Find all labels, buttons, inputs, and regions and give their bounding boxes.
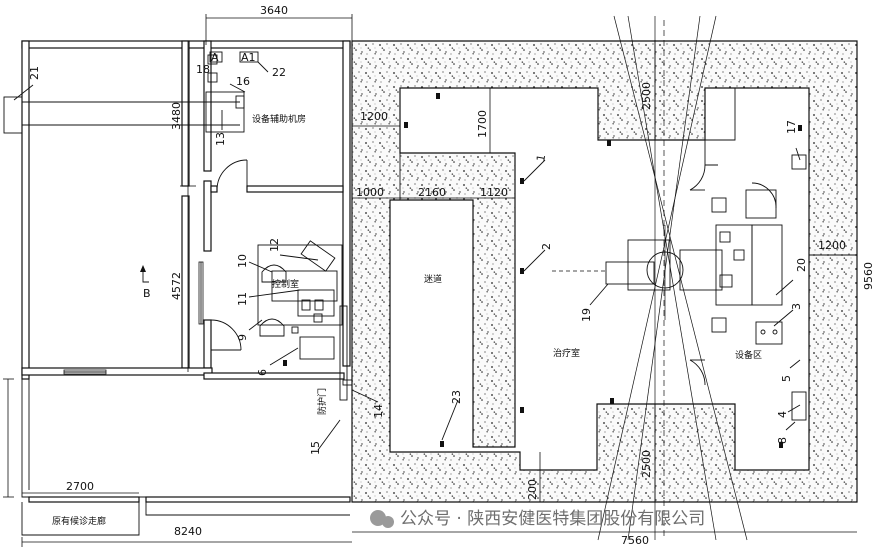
door-label: 防护门 — [316, 388, 328, 415]
svg-text:2160: 2160 — [418, 186, 446, 199]
svg-text:2500: 2500 — [640, 82, 653, 110]
svg-text:A: A — [211, 51, 219, 64]
svg-text:4572: 4572 — [170, 272, 183, 300]
callout-20: 20 — [795, 258, 808, 272]
svg-text:1120: 1120 — [480, 186, 508, 199]
svg-text:7560: 7560 — [621, 534, 649, 547]
svg-text:200: 200 — [526, 479, 539, 500]
dim-far-left: 2000 — [3, 378, 14, 498]
room-control: 控制室 — [272, 278, 299, 290]
callout-19: 19 — [580, 308, 593, 322]
section-markers: B A A1 — [140, 51, 259, 300]
callout-13: 13 — [214, 132, 227, 146]
room-treatment: 治疗室 — [553, 347, 580, 359]
dim-left-vertical: 3480 4572 — [170, 41, 196, 372]
room-existing: 原有候诊走廊 — [52, 515, 106, 527]
marker-b: B — [143, 287, 151, 300]
dim-2700: 2700 — [22, 480, 139, 494]
callout-17: 17 — [785, 120, 798, 134]
callout-11: 11 — [236, 292, 249, 306]
callout-4: 4 — [776, 411, 789, 418]
svg-text:3640: 3640 — [260, 4, 288, 17]
callout-16: 16 — [236, 75, 250, 88]
callout-8: 8 — [776, 437, 789, 444]
callout-2: 2 — [540, 243, 553, 250]
linac-machine — [552, 154, 807, 421]
room-labels: 设备辅助机房 控制室 迷道 治疗室 设备区 原有候诊走廊 — [52, 113, 762, 527]
callout-3: 3 — [790, 303, 803, 310]
dim-bunker: 1200 1700 1000 2160 1120 2500 2500 1200 … — [352, 40, 875, 547]
svg-text:2500: 2500 — [640, 450, 653, 478]
callouts: 1 2 3 4 5 6 8 9 10 11 12 13 14 15 16 17 … — [13, 61, 808, 455]
dim-8240: 8240 — [21, 525, 352, 547]
svg-text:2700: 2700 — [66, 480, 94, 493]
callout-14: 14 — [372, 404, 385, 418]
callout-6: 6 — [256, 369, 269, 376]
callout-5: 5 — [780, 375, 793, 382]
watermark: 公众号 · 陕西安健医特集团股份有限公司 — [370, 509, 705, 529]
room-corridor: 迷道 — [424, 273, 442, 285]
room-equipment: 设备区 — [735, 349, 762, 361]
callout-23: 23 — [450, 390, 463, 404]
svg-text:1200: 1200 — [360, 110, 388, 123]
svg-text:A1: A1 — [241, 51, 256, 64]
svg-text:3480: 3480 — [170, 102, 183, 130]
svg-text:8240: 8240 — [174, 525, 202, 538]
callout-21: 21 — [28, 66, 41, 80]
callout-12: 12 — [268, 238, 281, 252]
svg-text:1200: 1200 — [818, 239, 846, 252]
bunker — [351, 40, 858, 503]
callout-18: 18 — [196, 63, 210, 76]
left-building: 防护门 — [3, 40, 384, 536]
svg-text:1700: 1700 — [476, 110, 489, 138]
svg-text:1000: 1000 — [356, 186, 384, 199]
watermark-text: 公众号 · 陕西安健医特集团股份有限公司 — [400, 509, 705, 529]
dim-top-3640: 3640 — [205, 4, 353, 45]
callout-9: 9 — [236, 334, 249, 341]
callout-15: 15 — [309, 441, 322, 455]
callout-1: 1 — [534, 153, 548, 162]
callout-10: 10 — [236, 254, 249, 268]
fixtures — [283, 93, 802, 448]
room-aux: 设备辅助机房 — [252, 113, 306, 125]
svg-text:9560: 9560 — [862, 262, 875, 290]
callout-22: 22 — [272, 66, 286, 79]
